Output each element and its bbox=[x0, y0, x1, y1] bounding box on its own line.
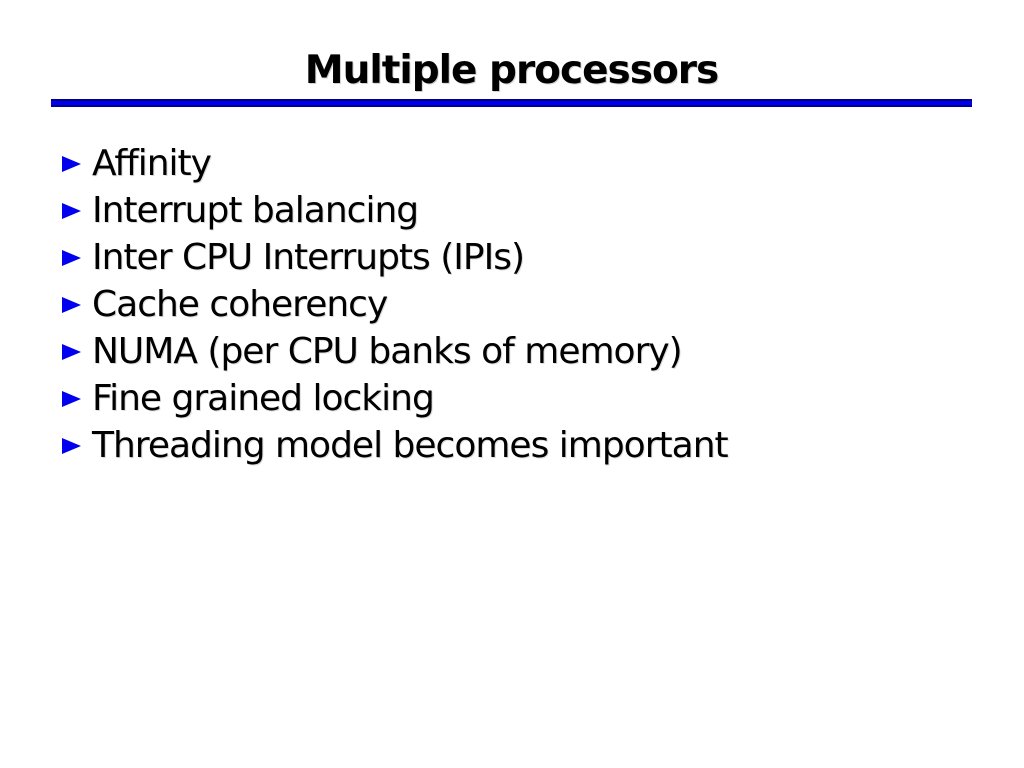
bullet-item-label: NUMA (per CPU banks of memory) bbox=[92, 331, 683, 372]
bullet-triangle-icon bbox=[62, 155, 81, 172]
slide-header: Multiple processors bbox=[51, 0, 972, 107]
bullet-item-label: Affinity bbox=[92, 143, 212, 184]
bullet-item-label: Threading model becomes important bbox=[92, 425, 729, 466]
bullet-triangle-icon bbox=[62, 249, 81, 266]
bullet-item: Fine grained locking bbox=[62, 375, 728, 422]
bullet-triangle-icon bbox=[62, 296, 81, 313]
title-underline-rule bbox=[51, 98, 972, 107]
bullet-item-label: Interrupt balancing bbox=[92, 190, 419, 231]
bullet-item: Threading model becomes important bbox=[62, 422, 729, 469]
bullet-item: Inter CPU Interrupts (IPIs) bbox=[62, 234, 728, 281]
bullet-item-label: Inter CPU Interrupts (IPIs) bbox=[92, 237, 525, 278]
bullet-triangle-icon bbox=[62, 390, 81, 407]
bullet-item-label: Fine grained locking bbox=[92, 378, 435, 419]
bullet-triangle-icon bbox=[62, 202, 81, 219]
bullet-triangle-icon bbox=[62, 343, 81, 360]
bullet-item: NUMA (per CPU banks of memory) bbox=[62, 328, 728, 375]
bullet-triangle-icon bbox=[62, 437, 81, 454]
bullet-item: Affinity bbox=[62, 140, 728, 187]
bullet-item: Cache coherency bbox=[62, 281, 728, 328]
slide-title: Multiple processors bbox=[304, 48, 719, 93]
bullet-item-label: Cache coherency bbox=[92, 284, 388, 325]
bullet-item: Interrupt balancing bbox=[62, 187, 728, 234]
